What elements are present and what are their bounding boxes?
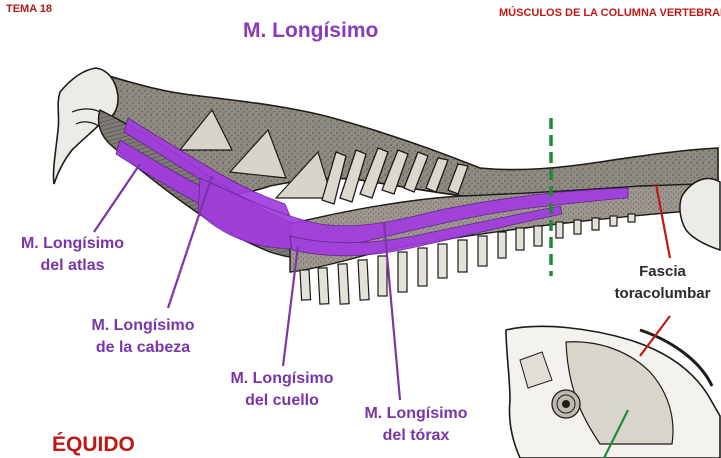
spinous-processes xyxy=(321,147,469,205)
species-label: ÉQUIDO xyxy=(52,433,135,456)
page-title: M. Longísimo xyxy=(243,19,379,42)
course-title: MÚSCULOS DE LA COLUMNA VERTEBRAL xyxy=(499,7,721,19)
label-longissimus-capitis: M. Longísimo de la cabeza xyxy=(78,315,208,359)
label-line-2: toracolumbar xyxy=(614,285,711,302)
ribs xyxy=(299,213,636,305)
label-line-1: M. Longísimo xyxy=(20,235,125,252)
label-line-2: del tórax xyxy=(382,427,450,444)
label-line-1: M. Longísimo xyxy=(230,370,334,387)
label-line-1: M. Longísimo xyxy=(91,317,195,334)
label-fascia-thoracolumbar: Fascia toracolumbar xyxy=(600,261,721,305)
label-line-2: del atlas xyxy=(40,257,105,274)
topic-number: TEMA 18 xyxy=(6,3,53,15)
label-longissimus-thoracis: M. Longísimo del tórax xyxy=(354,403,478,447)
label-line-2: del cuello xyxy=(245,392,319,409)
label-line-1: Fascia xyxy=(639,263,686,280)
label-line-1: M. Longísimo xyxy=(364,405,468,422)
label-longissimus-atlas: M. Longísimo del atlas xyxy=(10,233,135,277)
longissimus-muscle xyxy=(115,117,629,257)
label-line-2: de la cabeza xyxy=(95,339,191,356)
cross-section xyxy=(505,325,721,458)
leader-lines xyxy=(93,163,672,458)
label-longissimus-cervicis: M. Longísimo del cuello xyxy=(218,368,346,412)
pelvis-bone xyxy=(679,177,721,252)
